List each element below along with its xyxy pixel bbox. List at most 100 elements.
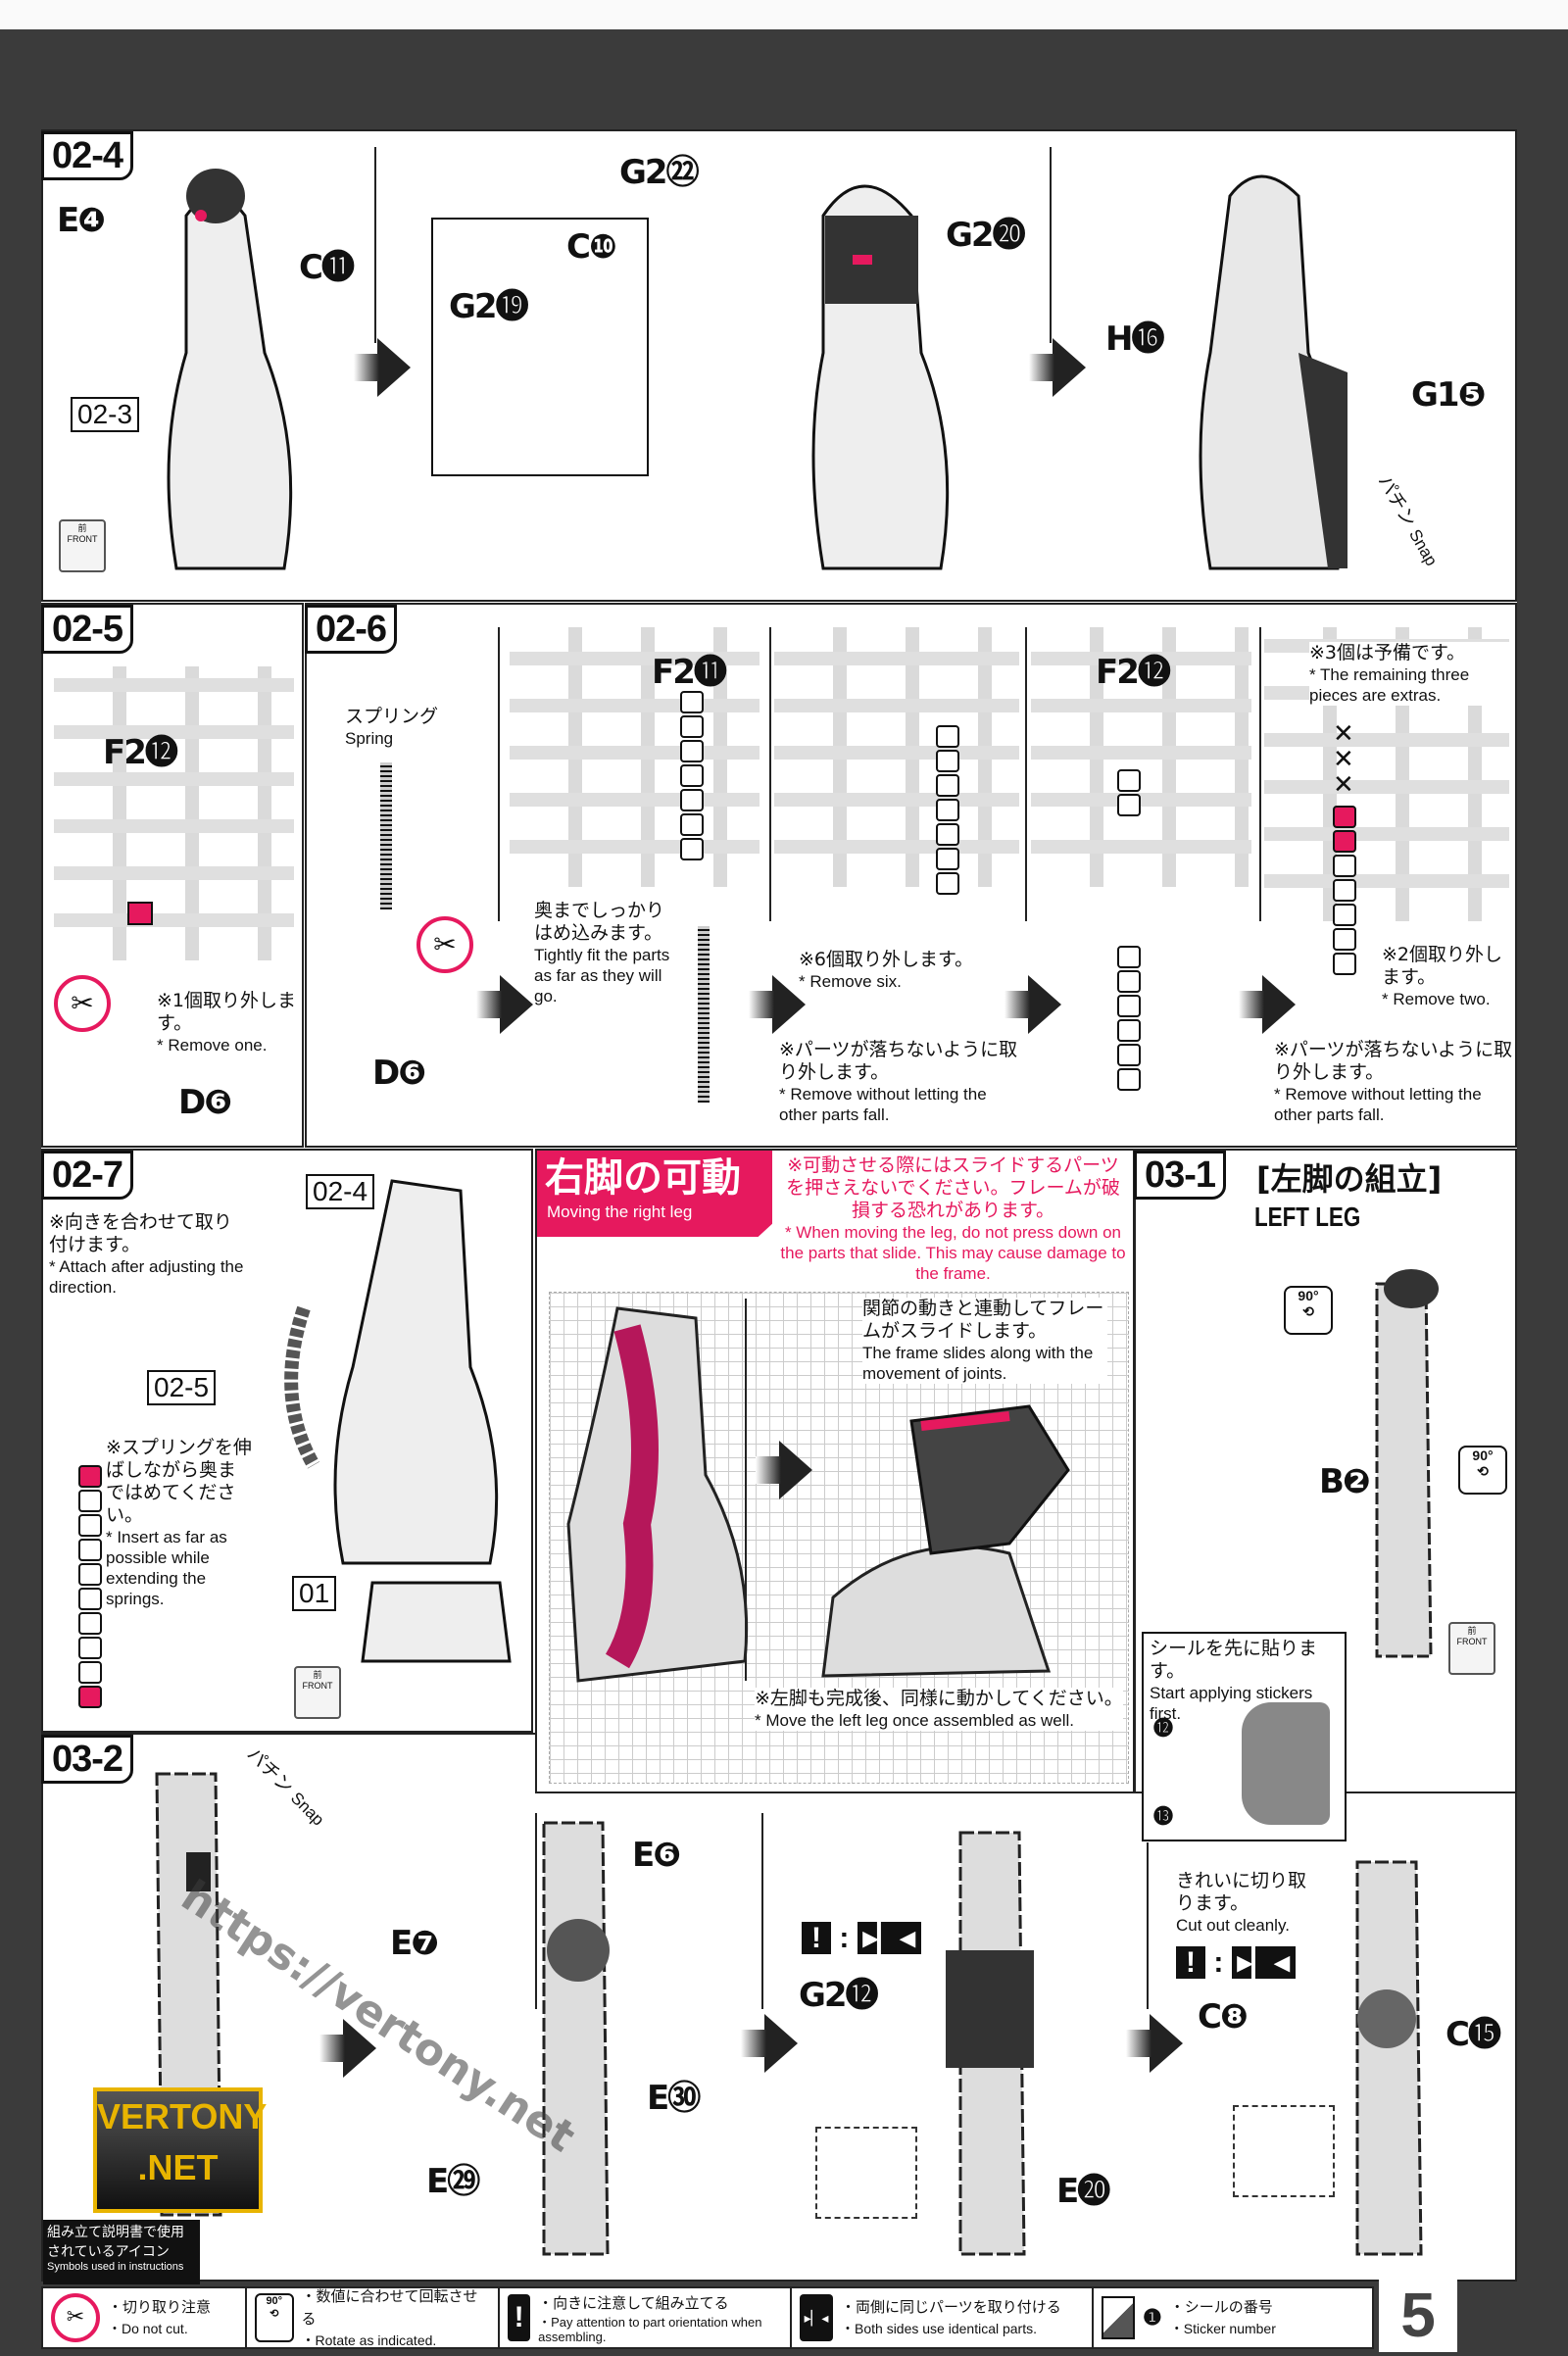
next-arrow-icon <box>1029 338 1086 397</box>
divider <box>761 1813 763 2009</box>
reference-step: 01 <box>292 1576 337 1611</box>
divider <box>1025 627 1027 921</box>
next-arrow-icon <box>741 2014 798 2073</box>
caution-note: ※可動させる際にはスライドするパーツを押さえないでください。フレームが破損する恐… <box>780 1154 1126 1283</box>
page-number: 5 <box>1379 2274 1457 2352</box>
section-subtitle: LEFT LEG <box>1254 1202 1361 1232</box>
part-label: F2⓫ <box>652 653 727 692</box>
next-arrow-icon <box>319 2019 376 2078</box>
subassembly-box <box>431 218 649 476</box>
part-label: F2⓬ <box>103 733 178 772</box>
step-label: 03-2 <box>41 1735 134 1784</box>
step-label: 02-7 <box>41 1151 134 1200</box>
rotate-90-icon: 90°⟲ <box>255 2293 294 2342</box>
part-label: D❻ <box>178 1083 232 1122</box>
leg-frame-illustration <box>566 1306 749 1683</box>
next-arrow-icon <box>354 338 411 397</box>
next-arrow-icon <box>1126 2014 1183 2073</box>
part-label: E❼ <box>390 1924 439 1963</box>
part-label: C❽ <box>1198 1997 1249 2037</box>
sticker-target-illustration <box>1242 1702 1330 1825</box>
part-label: B❷ <box>1319 1462 1371 1501</box>
spring-chain <box>78 1465 102 1710</box>
leg-frame-illustration <box>946 1831 1034 2256</box>
part-label: F2⓬ <box>1096 653 1171 692</box>
leg-part-illustration <box>167 169 293 570</box>
pink-part <box>127 902 153 925</box>
top-margin <box>0 0 1568 29</box>
sticker-number: ⓭ <box>1153 1806 1173 1828</box>
divider <box>769 627 771 921</box>
part-label: C⓫ <box>299 248 355 287</box>
note: ※スプリングを伸ばしながら奥まではめてください。* Insert as far … <box>106 1437 252 1608</box>
leg-part-illustration <box>1199 174 1348 570</box>
part-label: E㉚ <box>647 2079 701 2118</box>
next-arrow-icon <box>476 975 533 1034</box>
part-label: G1❺ <box>1411 375 1486 415</box>
runner-illustration <box>510 627 760 887</box>
divider <box>1147 1842 1149 2009</box>
next-arrow-icon <box>749 975 806 1034</box>
section-title: 右脚の可動 <box>545 1155 741 1201</box>
leg-frame-illustration <box>1375 1269 1439 1658</box>
sticker-number: ❶ <box>1143 2305 1162 2330</box>
step-label: 03-1 <box>1134 1151 1227 1200</box>
spring-chain <box>1117 769 1141 818</box>
leg-frame-illustration <box>1355 1860 1423 2256</box>
part-label: E⓴ <box>1056 2172 1110 2211</box>
note: ※左脚も完成後、同様に動かしてください。* Move the left leg … <box>755 1688 1123 1731</box>
divider <box>374 147 376 343</box>
part-label: E❻ <box>632 1836 681 1875</box>
next-arrow-icon <box>756 1441 812 1499</box>
spring-illustration <box>698 926 710 1103</box>
part-label: H⓰ <box>1105 319 1164 359</box>
sticker-callout: シールを先に貼ります。 Start applying stickers firs… <box>1142 1632 1347 1841</box>
step-label: 02-4 <box>41 131 134 180</box>
part-label: E❹ <box>57 201 106 240</box>
part-label: D❻ <box>372 1054 426 1093</box>
spring-chain <box>1117 946 1141 1093</box>
symbol-legend: ✂ ・切り取り注意・Do not cut. 90°⟲ ・数値に合わせて回転させる… <box>41 2286 1374 2349</box>
part-label: G2⓳ <box>449 287 529 326</box>
sticker-number: ⓬ <box>1153 1718 1173 1740</box>
orientation-both-sides-icons: ! : ▸▏◂ <box>802 1921 921 1955</box>
watermark-logo: VERTONY .NET <box>93 2087 267 2213</box>
detail-box <box>1233 2105 1335 2197</box>
note: ※6個取り外します。* Remove six. <box>799 949 974 991</box>
divider <box>1050 147 1052 343</box>
part-label: C❿ <box>566 227 617 267</box>
do-not-cut-icon: ✂ <box>51 2293 100 2342</box>
section-header: 右脚の可動 Moving the right leg <box>537 1151 772 1237</box>
step-label: 02-5 <box>41 605 134 654</box>
detail-box <box>815 2127 917 2219</box>
runner-illustration <box>774 627 1019 887</box>
part-label: G2⓴ <box>946 216 1026 255</box>
sticker-icon <box>1102 2296 1135 2339</box>
note: ※パーツが落ちないように取り外します。* Remove without lett… <box>1274 1039 1513 1124</box>
bent-leg-illustration <box>821 1404 1070 1678</box>
part-label: E㉙ <box>426 2162 480 2201</box>
leg-part-illustration <box>284 1179 512 1663</box>
spring-chain <box>936 725 959 897</box>
note: ※向きを合わせて取り付けます。* Attach after adjusting … <box>49 1211 244 1297</box>
both-sides-icon: ▸▏◂ <box>800 2294 833 2341</box>
rotate-90-icon: 90°⟲ <box>1284 1286 1333 1335</box>
note: 関節の動きと連動してフレームがスライドします。The frame slides … <box>862 1298 1107 1384</box>
next-arrow-icon <box>1239 975 1296 1034</box>
part-label: G2㉒ <box>619 153 700 192</box>
legend-item: ❶ ・シールの番号・Sticker number <box>1094 2288 1305 2347</box>
rotate-90-icon: 90°⟲ <box>1458 1446 1507 1495</box>
section-subtitle: Moving the right leg <box>547 1203 693 1221</box>
divider <box>745 1299 747 1681</box>
legend-item: 90°⟲ ・数値に合わせて回転させる・Rotate as indicated. <box>247 2287 500 2348</box>
spring-illustration <box>380 762 392 909</box>
orientation-both-sides-icons: ! : ▸▏◂ <box>1176 1945 1296 1980</box>
leg-part-illustration <box>811 184 950 570</box>
part-label: C⓯ <box>1446 2015 1501 2054</box>
divider <box>535 1813 537 2009</box>
part-label: G2⓬ <box>799 1976 879 2015</box>
divider <box>1259 627 1261 921</box>
